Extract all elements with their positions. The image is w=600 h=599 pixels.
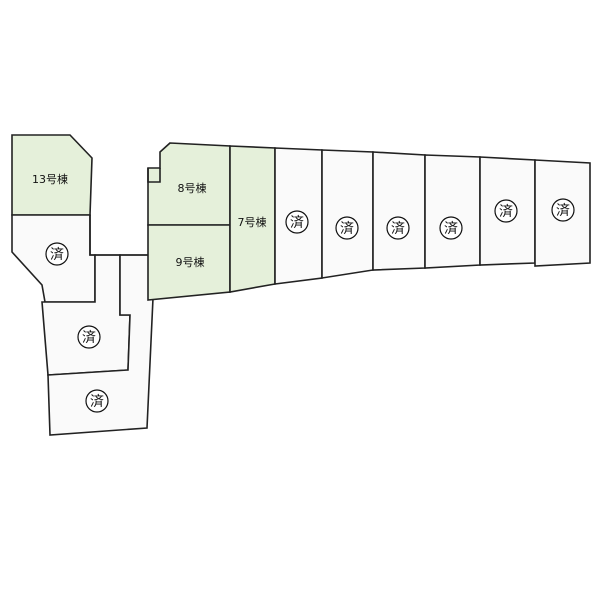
lot-8-label: 8号棟 [178,181,207,195]
lot-13-label: 13号棟 [32,172,68,186]
sold-marker: 済 [551,198,575,222]
sold-marker: 済 [335,216,359,240]
sold-mark-text: 済 [391,221,405,237]
sold-mark-text: 済 [340,221,354,237]
lot-7-label: 7号棟 [238,215,267,229]
lot-sold-right-4[interactable] [424,154,481,269]
sold-mark-text: 済 [444,221,458,237]
sold-marker: 済 [77,325,101,349]
sold-mark-text: 済 [90,394,104,410]
lot-8-notch [147,168,161,183]
lot-9-label: 9号棟 [176,255,205,269]
lot-sold-right-3[interactable] [372,151,426,271]
sold-marker: 済 [85,389,109,413]
sold-marker: 済 [45,242,69,266]
sold-mark-text: 済 [556,203,570,219]
sold-mark-text: 済 [290,215,304,231]
sold-marker: 済 [439,216,463,240]
lot-sold-right-2[interactable] [321,149,374,279]
access-road-outline [89,215,155,256]
sold-mark-text: 済 [50,247,64,263]
sold-marker: 済 [386,216,410,240]
lot-13[interactable] [11,134,93,216]
sold-mark-text: 済 [82,330,96,346]
sold-marker: 済 [285,210,309,234]
sold-marker: 済 [494,199,518,223]
sold-mark-text: 済 [499,204,513,220]
